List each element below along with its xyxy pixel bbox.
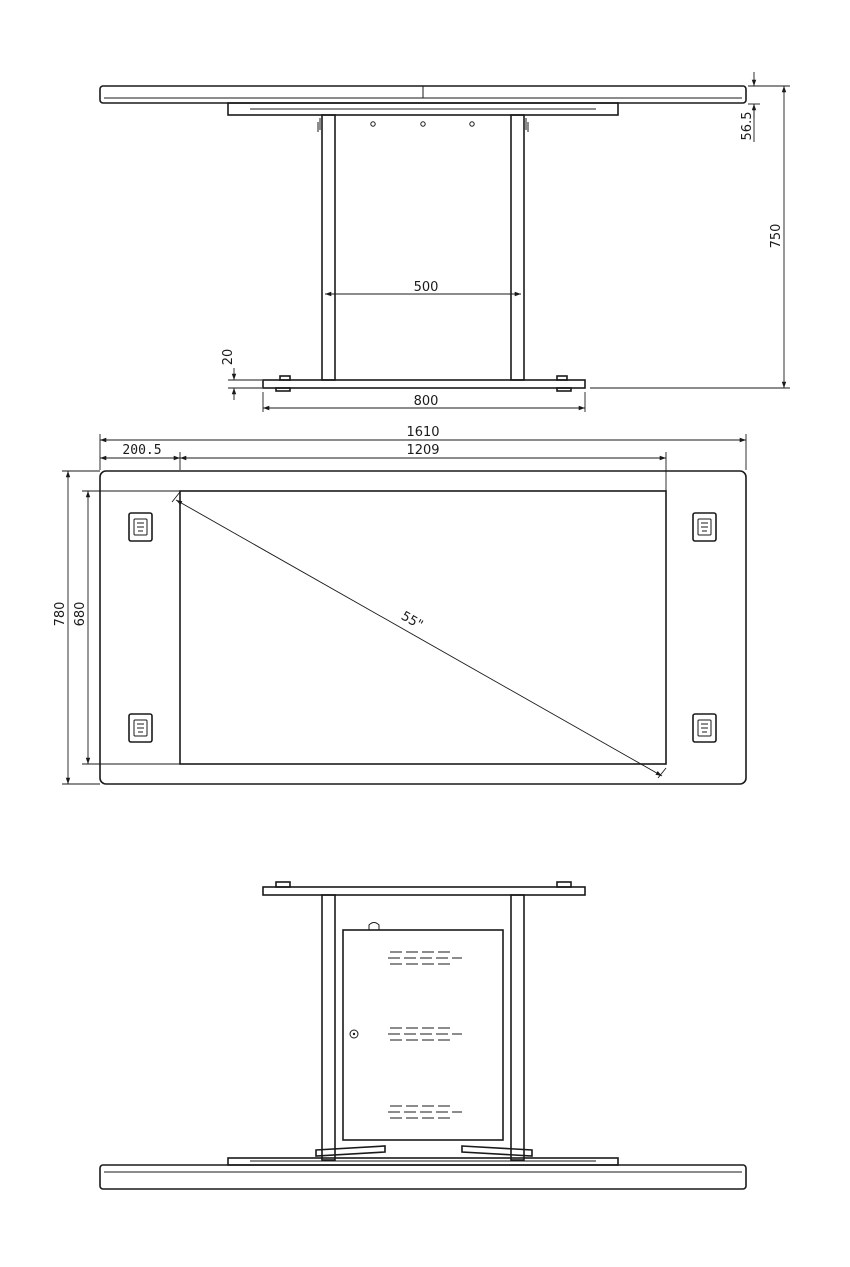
leg-rear-left [321,894,336,1161]
dim-base-thickness: 20 [221,349,236,366]
base-plate-front [262,379,586,389]
dim-base-width: 800 [414,394,439,409]
mount-hole-3 [469,121,475,127]
dim-screen-diagonal: 55" [398,609,425,633]
dim-screen-depth: 680 [73,602,88,627]
cabinet-door [342,929,504,1141]
dim-overall-depth: 780 [53,602,68,627]
door-lock-icon [349,1029,359,1039]
base-plate-rear [262,886,586,896]
vent-slots-bottom [388,1105,462,1119]
top-bracket [227,102,619,116]
dim-leg-spacing: 500 [414,280,439,295]
screen-area [179,490,667,765]
dim-top-height: 56.5 [740,112,755,141]
leg-left [321,114,336,381]
dim-screen-width: 1209 [406,443,439,458]
handle-right [461,1145,533,1157]
plan-view: 1610 200.5 1209 55" 780 680 [53,425,747,785]
vent-slots-top [388,951,462,965]
handle-left [315,1145,386,1157]
power-socket-icon [692,512,717,542]
mount-hole-1 [370,121,376,127]
front-elevation: 500 800 20 56.5 750 [99,72,790,412]
tabletop-rear [99,1164,747,1190]
power-socket-icon [128,512,153,542]
vent-slots-middle [388,1027,462,1041]
leg-right [510,114,525,381]
power-socket-icon [128,713,153,743]
dim-overall-length: 1610 [406,425,439,440]
dim-side-margin: 200.5 [122,443,161,458]
tabletop-plan [99,470,747,785]
mount-hole-2 [420,121,426,127]
dim-total-height: 750 [769,224,784,249]
leg-rear-right [510,894,525,1161]
power-socket-icon [692,713,717,743]
rear-elevation [99,881,747,1190]
